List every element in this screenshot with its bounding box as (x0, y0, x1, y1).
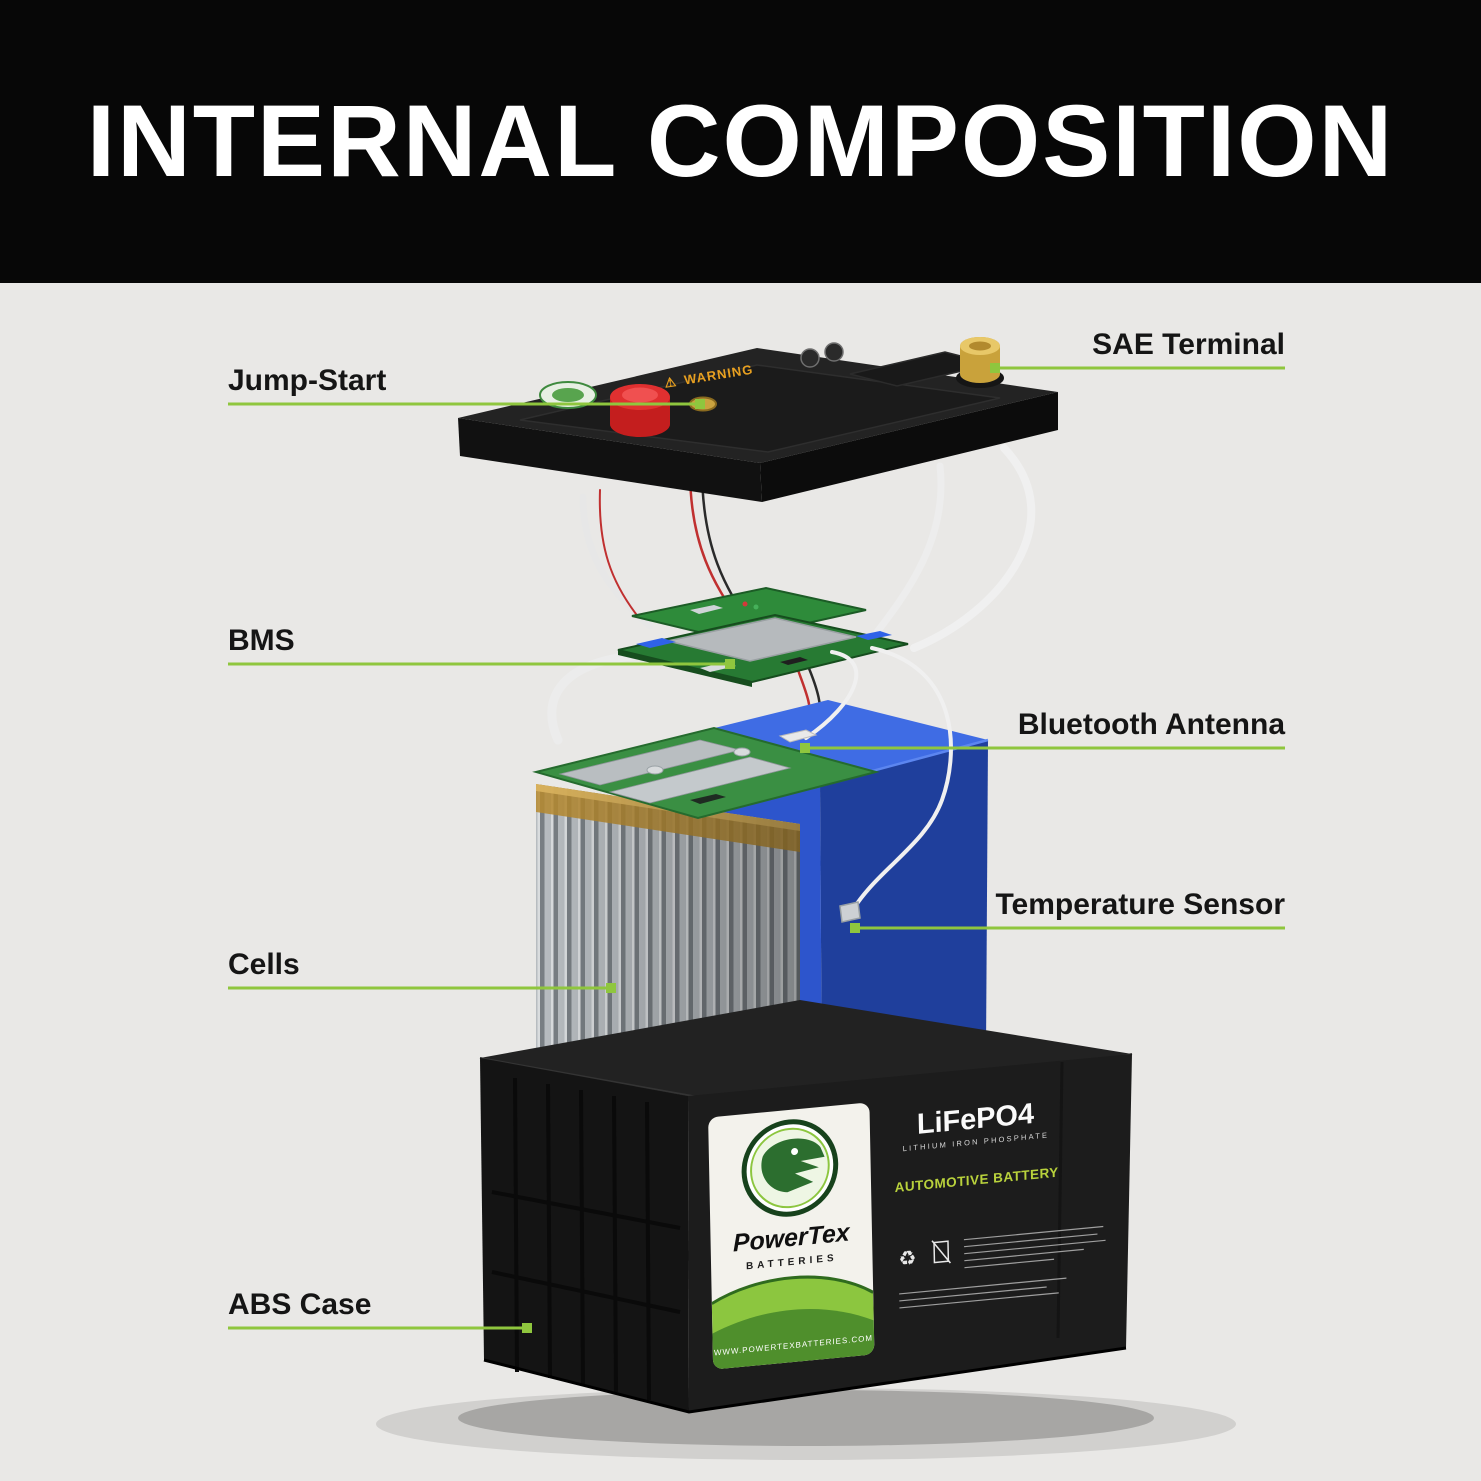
recycle-icon: ♻ (898, 1247, 916, 1271)
callout-line-temperature-sensor (850, 923, 1285, 933)
callout-cells: Cells (228, 948, 300, 982)
callout-label: Temperature Sensor (995, 888, 1285, 921)
chemistry-sub: LITHIUM IRON PHOSPHATE (903, 1130, 1050, 1153)
brand-name: PowerTex (733, 1218, 851, 1257)
callout-bluetooth-antenna: Bluetooth Antenna (1018, 708, 1285, 742)
callout-jump-start: Jump-Start (228, 364, 386, 398)
bms-heatsink-plate (667, 617, 857, 662)
fine-print-lines (899, 1225, 1106, 1309)
callout-temperature-sensor: Temperature Sensor (995, 888, 1285, 922)
temperature-sensor-pad (839, 901, 861, 923)
warning-triangle-icon: ⚠ (663, 374, 677, 391)
temperature-sensor-wire (839, 646, 953, 923)
label-certification-icons: ♻ (898, 1225, 1106, 1309)
bluetooth-antenna-connector (778, 729, 818, 743)
callout-label: Jump-Start (228, 364, 387, 397)
callout-label: BMS (228, 624, 295, 657)
callout-bms: BMS (228, 624, 295, 658)
callout-line-cells (228, 983, 616, 993)
bms-blue-tab (636, 638, 676, 648)
bms-blue-tab (856, 631, 892, 640)
callout-sae-terminal: SAE Terminal (1092, 328, 1285, 362)
lid-wires (579, 444, 1036, 652)
cells-stack (532, 726, 880, 1090)
label-swoosh (711, 1275, 875, 1370)
lid-sticker (539, 381, 597, 409)
label-white-panel (708, 1103, 875, 1369)
powertex-logo (741, 1119, 839, 1217)
left-ribbon-cable (547, 651, 637, 745)
callout-abs-case: ABS Case (228, 1288, 371, 1322)
ground-shadow (376, 1388, 1236, 1460)
lid-recess (849, 351, 993, 387)
bluetooth-antenna-wire (778, 650, 859, 743)
cells-top-pcb (532, 726, 880, 820)
dino-icon (761, 1138, 825, 1193)
callout-line-bluetooth-antenna (800, 743, 1285, 753)
callout-line-bms (228, 659, 735, 669)
sae-terminal-post (956, 337, 1004, 388)
cell-pack-blue-wrap (657, 700, 989, 1096)
page-title: INTERNAL COMPOSITION (86, 84, 1395, 198)
case-grooves (491, 1077, 681, 1401)
chemistry-name: LiFePO4 (917, 1098, 1035, 1141)
cells-top-band (536, 784, 800, 852)
brand-sub: BATTERIES (746, 1253, 838, 1273)
lid-warning-text: ⚠ WARNING (663, 362, 754, 391)
lid-round-icon (800, 348, 820, 368)
jump-start-ring (689, 396, 717, 412)
callout-line-abs-case (228, 1323, 532, 1333)
no-trash-icon (931, 1240, 951, 1264)
callout-line-jump-start (228, 399, 705, 409)
callout-lines (228, 363, 1285, 1333)
lid-round-icon (824, 342, 844, 362)
callout-label: ABS Case (228, 1288, 372, 1321)
product-type: AUTOMOTIVE BATTERY (895, 1165, 1059, 1196)
callout-line-sae-terminal (990, 363, 1285, 373)
abs-case-box (479, 1000, 1133, 1414)
callout-label: Cells (228, 948, 300, 981)
header-banner: INTERNAL COMPOSITION (0, 0, 1481, 283)
website-text: WWW.POWERTEXBATTERIES.COM (714, 1333, 873, 1357)
callout-label: SAE Terminal (1092, 328, 1285, 361)
lid-warning-label: WARNING (683, 362, 754, 388)
battery-lid: ⚠ WARNING (458, 337, 1058, 502)
jump-start-button (610, 384, 670, 437)
callout-label: Bluetooth Antenna (1017, 708, 1285, 741)
bms-pack-wires (547, 651, 822, 745)
bms-board (617, 586, 909, 687)
product-label: PowerTex BATTERIES WWW.POWERTEXBATTERIES… (708, 1098, 1106, 1370)
